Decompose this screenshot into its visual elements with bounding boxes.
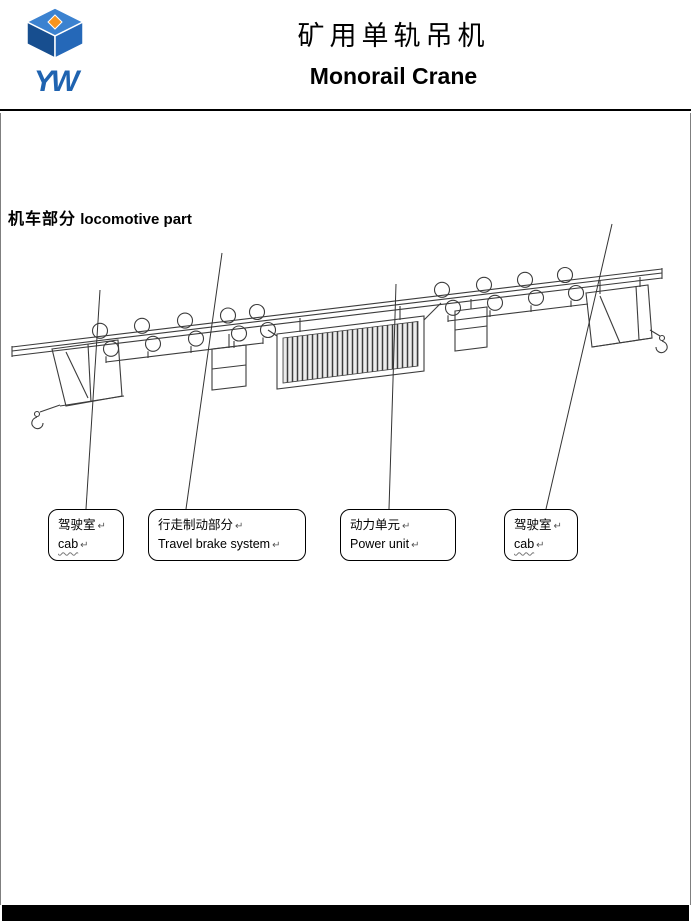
footer-bar (2, 905, 689, 921)
callout-zh: 行走制动部分↵ (158, 518, 244, 532)
logo-letters: YW (33, 65, 79, 98)
company-logo: YW (14, 4, 96, 104)
section-heading: 机车部分 locomotive part (8, 205, 192, 229)
callout-en: Power unit↵ (350, 537, 420, 552)
line-break-mark: ↵ (411, 540, 420, 552)
callout-zh: 动力单元↵ (350, 518, 411, 532)
callout-en: cab↵ (514, 537, 545, 552)
callout-en: cab↵ (58, 537, 89, 552)
line-break-mark: ↵ (272, 540, 281, 552)
doc-title-en: Monorail Crane (309, 63, 478, 89)
callout-cab-right: 驾驶室↵ cab↵ (504, 509, 578, 561)
section-heading-en: locomotive part (80, 211, 192, 228)
line-break-mark: ↵ (553, 521, 562, 532)
line-break-mark: ↵ (80, 540, 89, 552)
logo-cube-icon (25, 7, 85, 60)
line-break-mark: ↵ (402, 521, 411, 532)
line-break-mark: ↵ (97, 521, 106, 532)
callout-en: Travel brake system↵ (158, 537, 281, 552)
callout-zh: 驾驶室↵ (514, 518, 562, 532)
callout-power-unit: 动力单元↵ Power unit↵ (340, 509, 456, 561)
callout-zh: 驾驶室↵ (58, 518, 106, 532)
callout-cab-left: 驾驶室↵ cab↵ (48, 509, 124, 561)
section-heading-zh: 机车部分 (8, 211, 77, 228)
document-header: YW 矿用单轨吊机 Monorail Crane (0, 0, 691, 111)
callout-travel-brake: 行走制动部分↵ Travel brake system↵ (148, 509, 306, 561)
title-block: 矿用单轨吊机 Monorail Crane (96, 14, 691, 90)
line-break-mark: ↵ (235, 521, 244, 532)
line-break-mark: ↵ (536, 540, 545, 552)
doc-title-zh: 矿用单轨吊机 (297, 21, 490, 51)
